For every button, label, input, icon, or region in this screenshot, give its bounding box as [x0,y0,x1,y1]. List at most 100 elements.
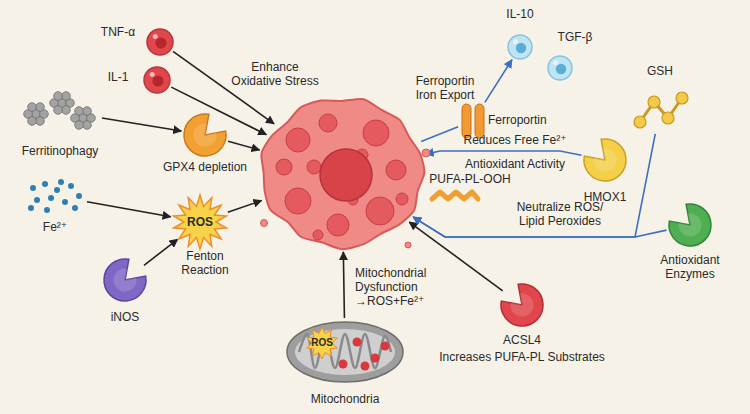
cytokine-body [508,35,532,59]
node-icon [183,113,227,157]
enzyme-shade [113,268,136,291]
node-label: Ferritinophagy [5,144,115,158]
enzyme-shape [501,284,543,326]
cell-vesicle [276,159,292,175]
enzyme-shape [104,259,146,301]
highlight [553,60,558,65]
ferritin-particle [83,107,92,116]
cytokine-circle: IL-10 [507,34,533,60]
node-label: ACSL4 [482,333,562,347]
cytokine-core [516,43,526,53]
node-label: ROS [172,215,228,229]
ferritin-particle [54,106,63,115]
iron-ions: Fe²⁺ [25,180,85,212]
arrow-connector [144,239,178,265]
iron-ion [42,181,48,187]
molecule-atom [676,92,688,104]
ferritin-particle [54,92,63,101]
arrow-connector [409,222,502,291]
cytokine-circle: IL-1 [143,66,171,94]
iron-dot [361,362,370,371]
node-icon [258,95,426,250]
iron-ion [76,193,82,199]
iron-ion [68,183,74,189]
mitochondrion: ROSMitochondria [285,320,405,384]
cell-vesicle [286,128,310,152]
iron-ion [58,179,64,185]
iron-dot [339,360,348,369]
enzyme-shape [669,204,711,246]
iron-ion [72,205,78,211]
mito-outer [287,322,403,382]
arrow-connector [421,127,458,142]
enzyme-body [584,139,626,181]
node-label: iNOS [95,310,155,324]
node-icon [103,258,147,302]
arrow-connector [426,151,582,155]
cell-vesicle [396,193,408,205]
enzyme-shape [184,114,226,156]
mito-cristae [299,334,391,368]
ferritin-particle [75,107,84,116]
ferritin-particle [62,92,71,101]
arrow-connector [228,201,262,213]
cell-fragment [405,242,411,248]
iron-ion [62,199,68,205]
highlight [150,72,155,77]
cytokine-core [155,37,166,48]
node-label: Fe²⁺ [25,220,85,234]
molecule-bond [640,98,682,122]
lipid-chain [432,192,478,199]
node-icon [500,283,544,327]
ferritin-particle [28,103,37,112]
ferroptotic-cell: PUFA-PL-OOH [258,95,426,250]
cytokine-circle: TGF-β [547,55,573,81]
cell-vesicle [307,160,321,174]
cell-vesicle [386,160,406,180]
node-icon [146,28,174,56]
enzyme-icon: HMOX1 [583,138,627,182]
cell-vesicle [363,120,389,146]
node-icon [668,203,712,247]
node-icon [20,88,100,134]
mito-inner [295,329,395,375]
cell-membrane [261,99,424,249]
edge-label: Enhance Oxidative Stress [225,60,325,88]
arrow-connector [485,60,512,103]
node-label: IL-1 [88,70,148,84]
enzyme-body [501,284,543,326]
arrow-connector [413,134,655,237]
iron-ion [48,195,54,201]
ferroportin-channel: Ferroportin Iron ExportFerroportin [460,104,486,138]
node-label: IL-10 [490,7,550,21]
arrow-connector [343,252,344,318]
node-label: Antioxidant Enzymes [650,253,730,281]
highlight [513,39,518,44]
cell-vesicle [285,188,311,214]
node-label: ROS [302,336,342,350]
molecule-atom [634,116,646,128]
node-icon [143,66,171,94]
channel-subunit [475,104,484,138]
ferritin-particle [83,121,92,130]
cytokine-body [548,56,572,80]
enzyme-shade [193,123,216,146]
node-icon [632,88,688,132]
molecule-atom [648,96,660,108]
enzyme-shade [510,293,533,316]
cytokine-core [556,64,566,74]
node-label: Mitochondria [295,392,395,406]
enzyme-icon: ACSL4Increases PUFA-PL Substrates [500,283,544,327]
node-icon [583,138,627,182]
cell-vesicle [319,114,337,132]
enzyme-icon: iNOS [103,258,147,302]
arrow-connector [228,141,259,150]
ferritin-particle [62,106,71,115]
node-label: PUFA-PL-OOH [425,172,515,186]
node-icon [547,55,573,81]
edge-label: Fenton Reaction [170,249,240,277]
node-label: Ferroportin Iron Export [405,74,485,102]
molecule-atom [662,112,674,124]
arrow-connector [87,202,171,217]
